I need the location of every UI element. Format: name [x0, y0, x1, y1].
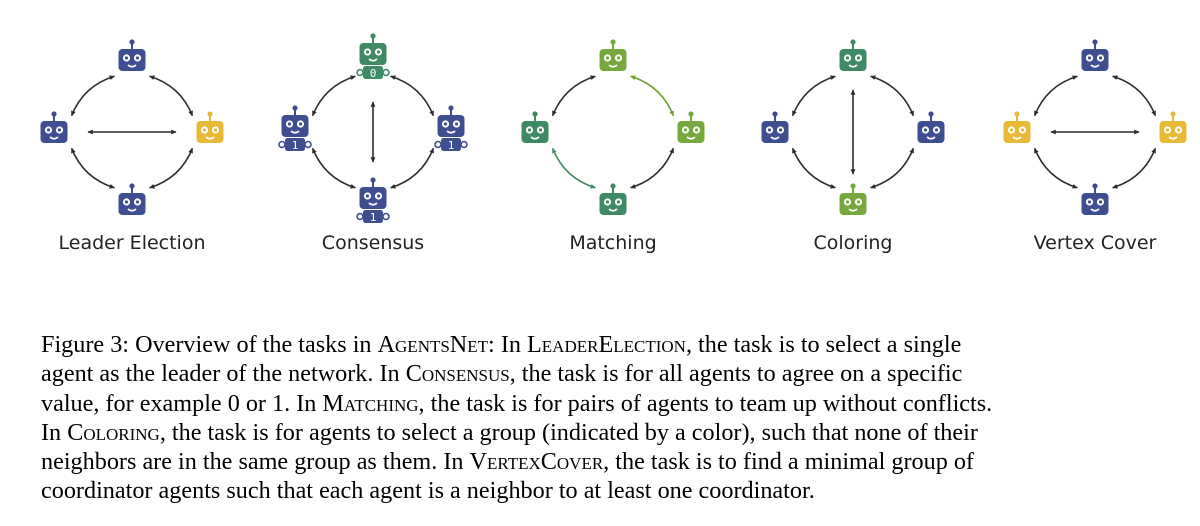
agent-leader-election-robot-icon — [118, 39, 146, 71]
caption-text: : In — [488, 331, 528, 358]
caption-text: neighbors are in the same group as them.… — [41, 448, 470, 476]
caption-line-5: neighbors are in the same group as them.… — [41, 447, 1171, 476]
agent-vertex-cover-robot-icon — [1081, 39, 1109, 71]
caption-line-1: Figure 3: Overview of the tasks in Agent… — [41, 330, 1171, 359]
agent-matching-robot-icon — [599, 39, 627, 71]
agent-leader-election-robot-icon — [196, 111, 224, 143]
edge-coloring — [870, 75, 915, 117]
term-agentsnet: AgentsNet — [377, 331, 489, 358]
term-vertex-cover: VertexCover — [469, 448, 604, 476]
panel-label-consensus: Consensus — [321, 232, 425, 254]
edge-matching — [551, 75, 596, 117]
agent-consensus-robot-icon: 1 — [434, 105, 468, 152]
edge-leader-election — [70, 75, 115, 117]
caption-line-3: value, for example 0 or 1. In Matching, … — [41, 389, 1171, 418]
consensus-value: 1 — [448, 139, 455, 152]
caption-text: , the task is for agents to select a gro… — [159, 418, 978, 446]
edge-leader-election — [149, 147, 194, 189]
agent-vertex-cover-robot-icon — [1159, 111, 1187, 143]
edge-matching — [630, 75, 675, 117]
task-graphs: 0 1 1 1 — [40, 33, 1187, 224]
edge-vertex-cover — [1033, 75, 1078, 117]
consensus-value: 0 — [370, 67, 377, 80]
agent-leader-election-robot-icon — [118, 183, 146, 215]
term-coloring: Coloring — [67, 418, 160, 446]
edge-coloring — [791, 147, 836, 189]
agent-coloring-robot-icon — [761, 111, 789, 143]
caption-text: In — [41, 418, 68, 446]
edge-consensus — [390, 75, 435, 117]
term-consensus: Consensus — [405, 360, 510, 388]
figure-caption: Figure 3: Overview of the tasks in Agent… — [41, 330, 1171, 506]
edge-coloring — [870, 147, 915, 189]
agent-matching-robot-icon — [599, 183, 627, 215]
term-matching: Matching — [322, 389, 419, 417]
caption-text: Overview of the tasks in — [129, 331, 378, 358]
edge-coloring — [791, 75, 836, 117]
panel-label-vertex-cover: Vertex Cover — [1033, 232, 1157, 254]
agent-consensus-robot-icon: 0 — [356, 33, 390, 80]
panel-label-matching: Matching — [569, 232, 657, 254]
consensus-value: 1 — [292, 139, 299, 152]
edge-matching — [551, 147, 596, 189]
edge-vertex-cover — [1112, 147, 1157, 189]
caption-text: , the task is to select a single — [685, 331, 962, 358]
edge-vertex-cover — [1033, 147, 1078, 189]
caption-line-2: agent as the leader of the network. In C… — [41, 359, 1171, 388]
agent-coloring-robot-icon — [839, 39, 867, 71]
agent-consensus-robot-icon: 1 — [356, 177, 390, 224]
figure-label: Figure 3: — [41, 331, 130, 358]
agent-coloring-robot-icon — [917, 111, 945, 143]
panel-label-coloring: Coloring — [813, 232, 893, 254]
caption-line-4: In Coloring, the task is for agents to s… — [41, 418, 1171, 447]
edge-vertex-cover — [1112, 75, 1157, 117]
caption-text: , the task is to find a minimal group of — [603, 448, 974, 476]
caption-text: , the task is for pairs of agents to tea… — [418, 389, 993, 417]
panel-label-leader-election: Leader Election — [58, 232, 206, 254]
edge-matching — [630, 147, 675, 189]
caption-text: agent as the leader of the network. In — [41, 360, 406, 388]
agent-matching-robot-icon — [677, 111, 705, 143]
edge-leader-election — [70, 147, 115, 189]
edge-consensus — [311, 147, 356, 189]
edge-leader-election — [149, 75, 194, 117]
caption-text: value, for example 0 or 1. In — [41, 389, 323, 417]
edge-consensus — [311, 75, 356, 117]
caption-line-6: coordinator agents such that each agent … — [41, 477, 815, 505]
agent-matching-robot-icon — [521, 111, 549, 143]
caption-text: , the task is for all agents to agree on… — [509, 360, 963, 388]
edge-consensus — [390, 147, 435, 189]
term-leader-election: LeaderElection — [527, 331, 686, 358]
agent-vertex-cover-robot-icon — [1003, 111, 1031, 143]
consensus-value: 1 — [370, 211, 377, 224]
agent-leader-election-robot-icon — [40, 111, 68, 143]
agent-consensus-robot-icon: 1 — [278, 105, 312, 152]
agent-vertex-cover-robot-icon — [1081, 183, 1109, 215]
agent-coloring-robot-icon — [839, 183, 867, 215]
